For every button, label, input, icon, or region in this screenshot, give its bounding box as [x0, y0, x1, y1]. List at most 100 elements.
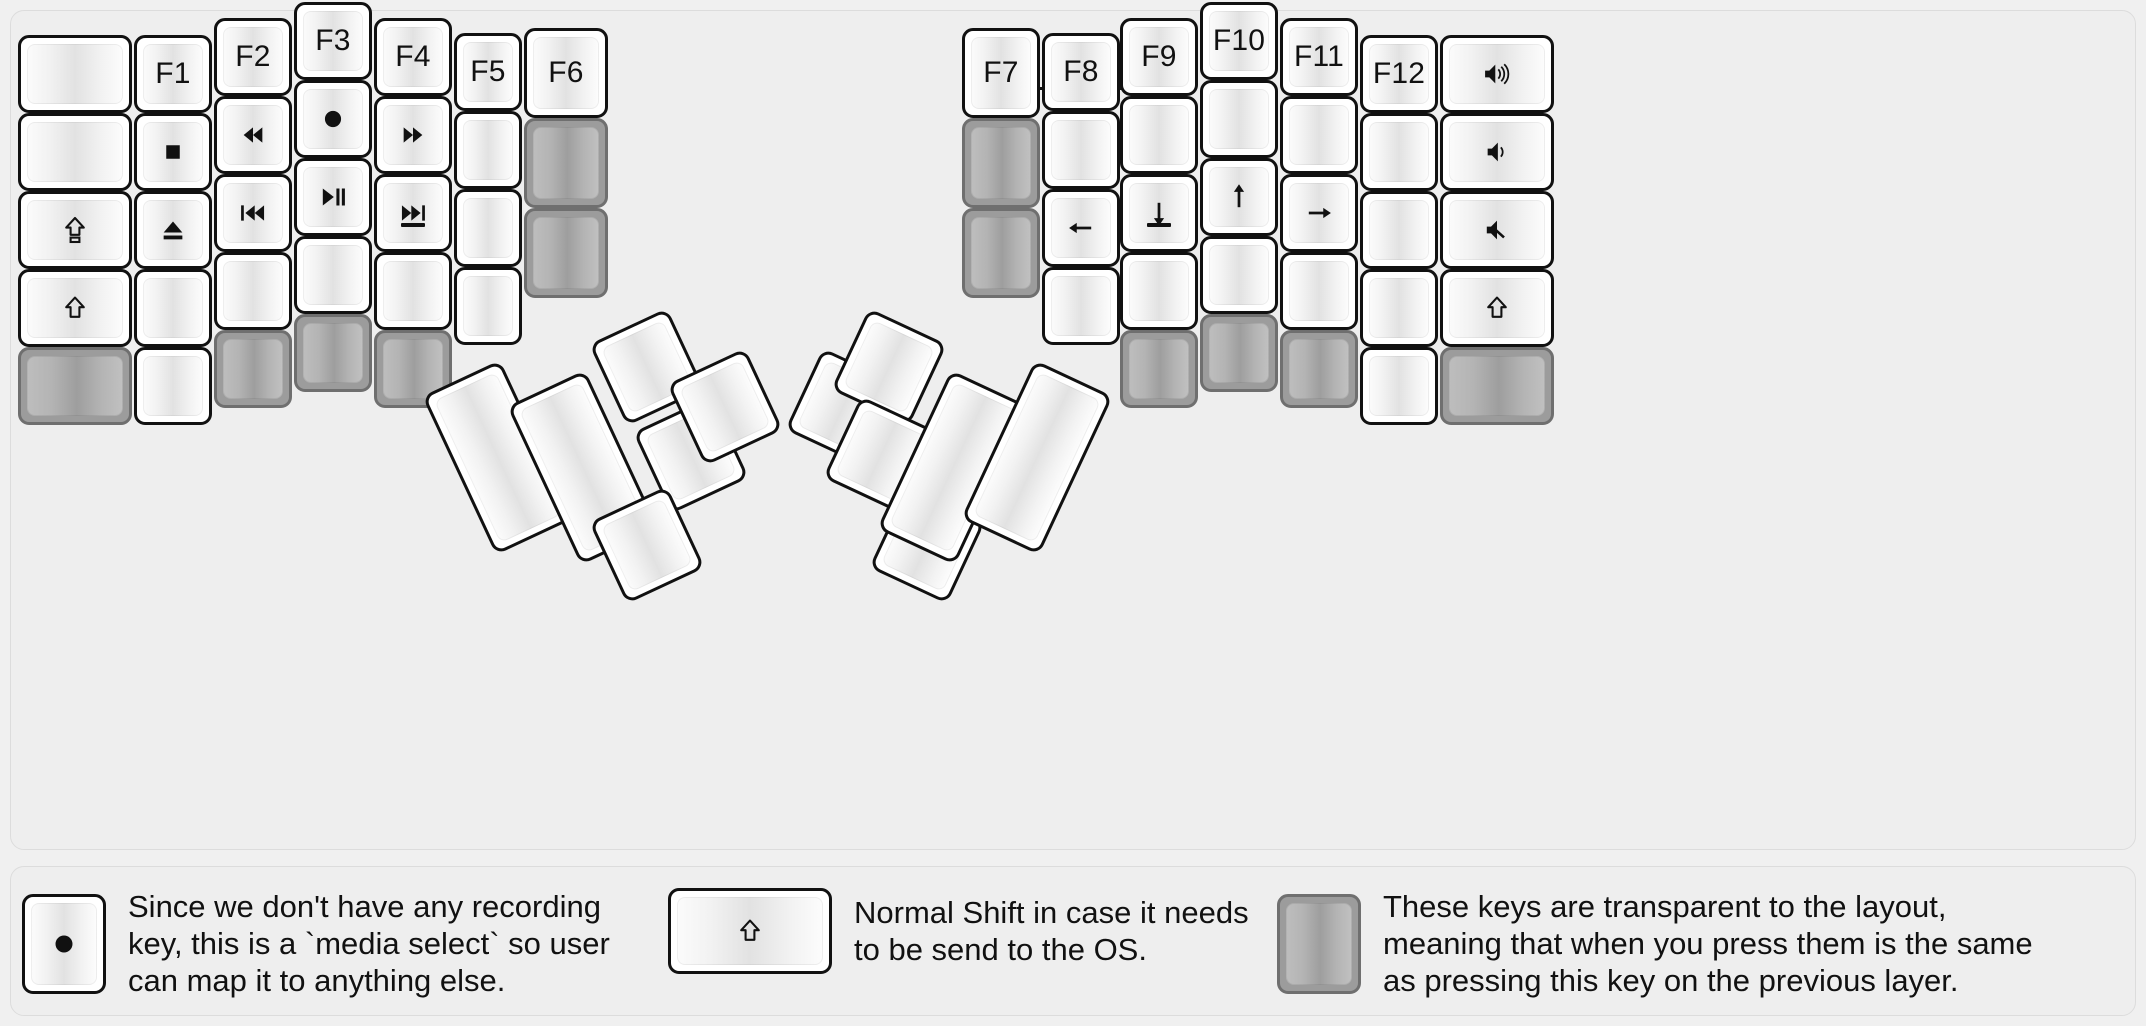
right-key-c3-r1[interactable]: F9	[1120, 18, 1198, 96]
right-key-c4-r2[interactable]	[1200, 80, 1278, 158]
left-key-c5-r3[interactable]	[374, 174, 452, 252]
media-prev-track-icon	[217, 177, 289, 249]
right-key-c7-r4[interactable]	[1440, 269, 1554, 347]
keycap-surface	[1286, 902, 1352, 985]
left-key-c6-r4[interactable]	[454, 267, 522, 345]
left-key-c5-r1[interactable]: F4	[374, 18, 452, 96]
arrow-left-icon	[1045, 192, 1117, 264]
left-key-c1-r4[interactable]	[18, 269, 132, 347]
legend-key-3	[1277, 893, 1361, 994]
right-key-c7-r2[interactable]	[1440, 113, 1554, 191]
left-key-c2-r4[interactable]	[134, 269, 212, 347]
left-key-c3-r2[interactable]	[214, 96, 292, 174]
key-label	[137, 272, 209, 344]
media-stop-icon	[137, 116, 209, 188]
key-label	[21, 116, 129, 188]
right-key-c1-r2[interactable]	[962, 118, 1040, 208]
left-key-c4-r5[interactable]	[294, 314, 372, 392]
left-key-c5-r5[interactable]	[374, 330, 452, 408]
key-label	[1280, 897, 1358, 991]
keycap-surface	[533, 37, 599, 109]
right-key-c5-r2[interactable]	[1280, 96, 1358, 174]
right-key-c5-r3[interactable]	[1280, 174, 1358, 252]
left-key-c4-r2[interactable]	[294, 80, 372, 158]
left-key-c3-r1[interactable]: F2	[214, 18, 292, 96]
left-key-c7-r2[interactable]	[524, 118, 608, 208]
left-key-c6-r3[interactable]	[454, 189, 522, 267]
left-key-c1-r2[interactable]	[18, 113, 132, 191]
legend-text-1: Since we don't have any recording key, t…	[128, 889, 610, 999]
right-key-c2-r1[interactable]: F8	[1042, 33, 1120, 111]
keycap-surface	[1289, 261, 1349, 321]
left-key-c3-r4[interactable]	[214, 252, 292, 330]
left-key-c4-r3[interactable]	[294, 158, 372, 236]
right-key-c6-r2[interactable]	[1360, 113, 1438, 191]
right-key-c3-r4[interactable]	[1120, 252, 1198, 330]
right-key-c1-r3[interactable]	[962, 208, 1040, 298]
arrow-right-icon	[1283, 177, 1355, 249]
right-key-c3-r5[interactable]	[1120, 330, 1198, 408]
left-key-c3-r3[interactable]	[214, 174, 292, 252]
keycap-surface	[1369, 200, 1429, 260]
left-key-c2-r1[interactable]: F1	[134, 35, 212, 113]
keycap-surface	[677, 897, 823, 965]
left-key-c6-r1[interactable]: F5	[454, 33, 522, 111]
key-label	[377, 255, 449, 327]
right-key-c6-r5[interactable]	[1360, 347, 1438, 425]
left-key-c2-r2[interactable]	[134, 113, 212, 191]
key-label	[137, 350, 209, 422]
keycap-surface	[143, 44, 203, 104]
keycap-surface	[27, 278, 123, 338]
right-key-c6-r1[interactable]: F12	[1360, 35, 1438, 113]
shift-arrow-icon	[21, 272, 129, 344]
key-label: F12	[1372, 57, 1426, 90]
left-key-c5-r2[interactable]	[374, 96, 452, 174]
keycap-surface	[1209, 245, 1269, 305]
key-label	[297, 239, 369, 311]
left-key-c3-r5[interactable]	[214, 330, 292, 408]
key-label	[1123, 255, 1195, 327]
left-key-c6-r2[interactable]	[454, 111, 522, 189]
right-key-c6-r3[interactable]	[1360, 191, 1438, 269]
right-key-c3-r3[interactable]	[1120, 174, 1198, 252]
right-key-c7-r5[interactable]	[1440, 347, 1554, 425]
right-key-c7-r1[interactable]	[1440, 35, 1554, 113]
right-key-c2-r4[interactable]	[1042, 267, 1120, 345]
key-label	[1203, 83, 1275, 155]
legend-text-3: These keys are transparent to the layout…	[1383, 889, 2033, 999]
left-key-c4-r1[interactable]: F3	[294, 2, 372, 80]
left-key-c4-r4[interactable]	[294, 236, 372, 314]
left-key-c1-r3[interactable]	[18, 191, 132, 269]
right-key-c5-r1[interactable]: F11	[1280, 18, 1358, 96]
keycap-surface	[1209, 11, 1269, 71]
right-key-c5-r4[interactable]	[1280, 252, 1358, 330]
right-key-c3-r2[interactable]	[1120, 96, 1198, 174]
right-key-c2-r2[interactable]	[1042, 111, 1120, 189]
right-key-c7-r3[interactable]	[1440, 191, 1554, 269]
right-key-c1-r1[interactable]: F7	[962, 28, 1040, 118]
left-key-c2-r3[interactable]	[134, 191, 212, 269]
right-key-c4-r4[interactable]	[1200, 236, 1278, 314]
left-key-c5-r4[interactable]	[374, 252, 452, 330]
keycap-surface	[1051, 120, 1111, 180]
right-key-c4-r1[interactable]: F10	[1200, 2, 1278, 80]
keycap-surface	[463, 276, 513, 336]
key-label	[1363, 272, 1435, 344]
left-key-c7-r1[interactable]: F6	[524, 28, 608, 118]
key-label	[377, 333, 449, 405]
left-key-c1-r1[interactable]	[18, 35, 132, 113]
right-key-c4-r5[interactable]	[1200, 314, 1278, 392]
keycap-surface	[383, 261, 443, 321]
keycap-surface	[971, 217, 1031, 289]
left-key-c1-r5[interactable]	[18, 347, 132, 425]
keycap-surface	[1129, 27, 1189, 87]
left-key-c2-r5[interactable]	[134, 347, 212, 425]
right-key-c5-r5[interactable]	[1280, 330, 1358, 408]
right-key-c2-r3[interactable]	[1042, 189, 1120, 267]
key-label	[21, 38, 129, 110]
left-key-c7-r3[interactable]	[524, 208, 608, 298]
keycap-surface	[27, 200, 123, 260]
key-label: F6	[548, 56, 584, 89]
right-key-c4-r3[interactable]	[1200, 158, 1278, 236]
right-key-c6-r4[interactable]	[1360, 269, 1438, 347]
